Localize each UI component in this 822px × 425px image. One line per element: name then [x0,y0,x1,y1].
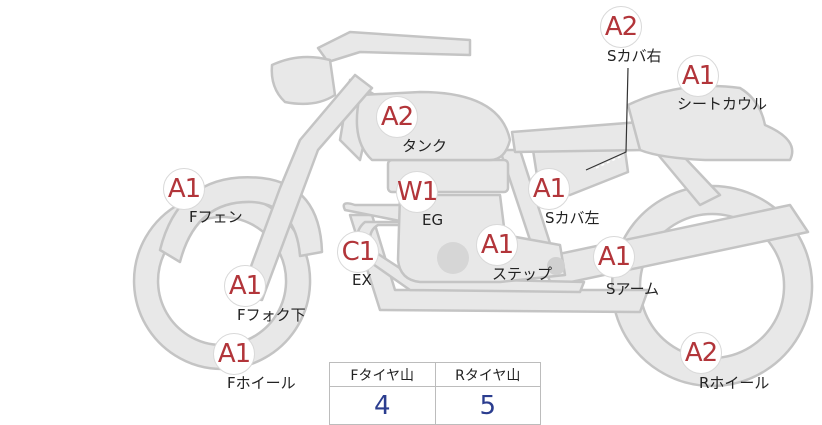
label-s-cover-left: Sカバ左 [545,209,600,227]
seat-shape [510,120,647,154]
rank-badge-s-cover-left: A1 [528,168,570,210]
label-f-fender: Fフェン [189,208,243,226]
rank-badge-s-cover-right: A2 [600,6,642,48]
rank-badge-f-fork-lower: A1 [224,265,266,307]
handlebar-shape [316,30,472,64]
headlight-shape [270,55,337,106]
label-seat-cowl: シートカウル [677,95,768,113]
label-step: ステップ [492,265,553,283]
rank-badge-engine: W1 [396,171,438,213]
leader-line [585,67,629,171]
rear-tire-tread-header: Rタイヤ山 [434,362,541,387]
label-exhaust: EX [352,271,372,289]
rank-badge-swing-arm: A1 [593,236,635,278]
rank-badge-f-fender: A1 [163,168,205,210]
label-s-cover-right: Sカバ右 [607,47,662,65]
rank-badge-step: A1 [476,224,518,266]
rear-tire-tread-value: 5 [434,386,541,425]
front-tire-tread-value: 4 [329,386,436,425]
tire-tread-table: Fタイヤ山 Rタイヤ山 4 5 [329,362,541,425]
rank-badge-r-wheel: A2 [680,332,722,374]
rank-badge-exhaust: C1 [337,231,379,273]
rank-badge-seat-cowl: A1 [677,55,719,97]
rank-badge-f-wheel: A1 [213,333,255,375]
label-f-fork-lower: Fフォク下 [237,306,306,324]
label-swing-arm: Sアーム [606,280,660,298]
label-r-wheel: Rホイール [699,374,770,392]
rank-badge-tank: A2 [376,96,418,138]
front-tire-tread-header: Fタイヤ山 [329,362,436,387]
label-engine: EG [422,211,444,229]
label-tank: タンク [402,137,448,155]
label-f-wheel: Fホイール [227,374,296,392]
